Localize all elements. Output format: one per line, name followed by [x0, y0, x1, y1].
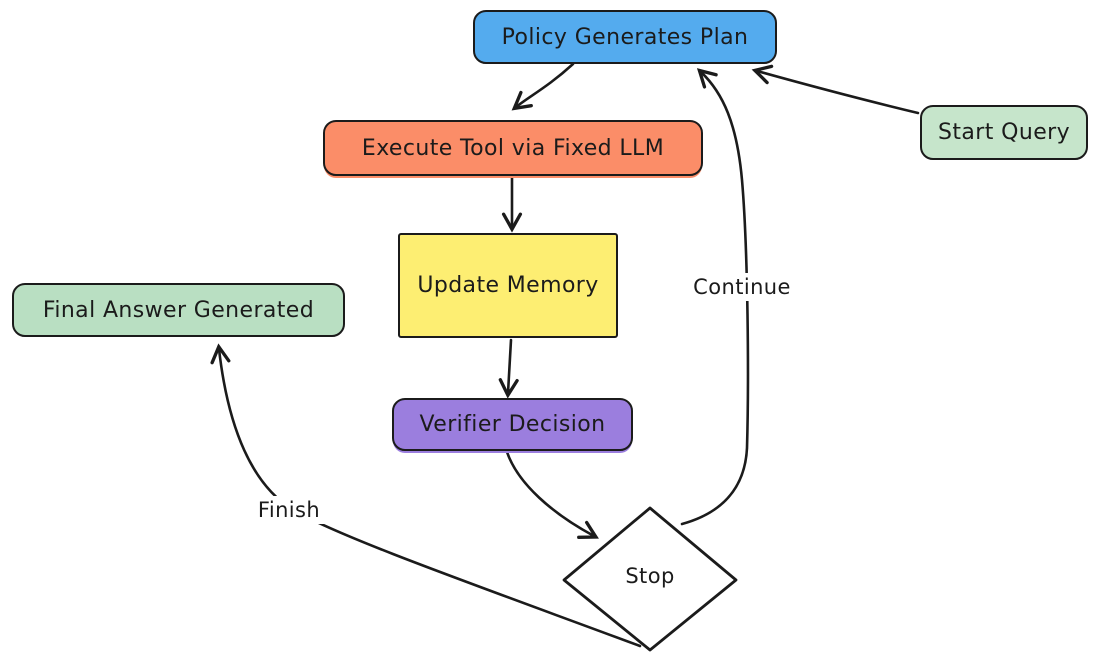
node-verifier-decision: Verifier Decision — [392, 398, 633, 451]
edge-memory-to-verifier — [498, 338, 519, 399]
node-label: Execute Tool via Fixed LLM — [361, 135, 665, 161]
node-policy-generates-plan: Policy Generates Plan — [473, 10, 777, 64]
node-final-answer: Final Answer Generated — [12, 283, 345, 337]
edge-label-continue: Continue — [685, 273, 799, 301]
node-label: Final Answer Generated — [42, 297, 315, 323]
node-label: Start Query — [938, 120, 1070, 145]
node-label: Verifier Decision — [419, 412, 606, 437]
node-start-query: Start Query — [920, 105, 1088, 160]
node-label: Policy Generates Plan — [501, 24, 749, 50]
node-stop-label: Stop — [625, 564, 675, 588]
edge-verifier-to-stop — [505, 450, 599, 539]
node-update-memory: Update Memory — [398, 233, 618, 338]
node-label: Update Memory — [417, 273, 599, 298]
edge-label-finish: Finish — [249, 496, 329, 524]
node-execute-tool: Execute Tool via Fixed LLM — [323, 120, 703, 176]
edge-start-to-policy — [751, 64, 920, 115]
edge-policy-to-execute — [511, 62, 575, 111]
